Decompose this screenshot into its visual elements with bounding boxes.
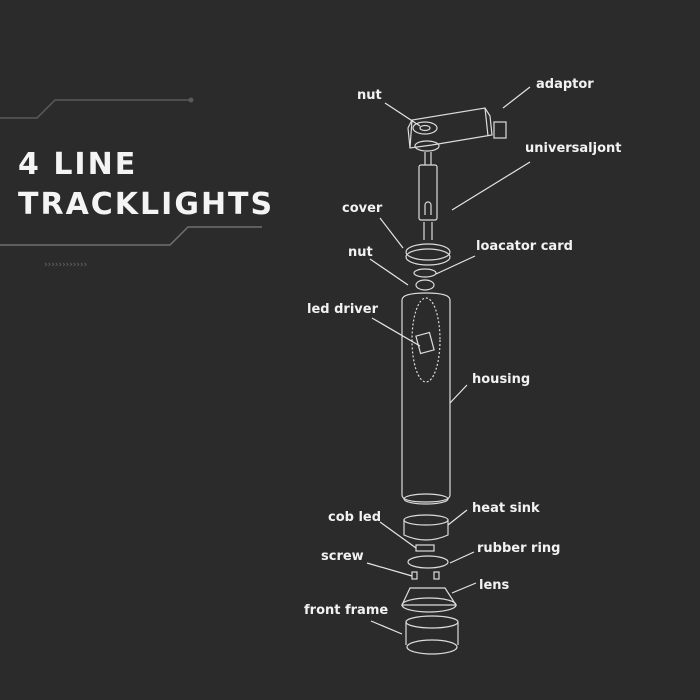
label-nut-top: nut [357, 88, 382, 103]
label-lens: lens [479, 578, 510, 593]
chevron-decoration-icon: ›››››››››››› [44, 260, 88, 270]
page-title-line2: TRACKLIGHTS [18, 187, 275, 222]
label-cob-led: cob led [328, 510, 382, 525]
label-locator-card: loacator card [476, 239, 573, 254]
label-adaptor: adaptor [536, 77, 594, 92]
leader-lines [366, 86, 531, 635]
label-screw: screw [321, 549, 364, 564]
label-front-frame: front frame [304, 603, 389, 618]
label-led-driver: led driver [307, 302, 378, 317]
label-rubber-ring: rubber ring [477, 541, 561, 556]
page-title-line1: 4 LINE [18, 147, 138, 182]
label-heat-sink: heat sink [472, 501, 540, 516]
label-nut: nut [348, 245, 373, 260]
label-cover: cover [342, 201, 383, 216]
label-housing: housing [472, 372, 531, 387]
label-universaljont: universaljont [525, 141, 622, 156]
exploded-diagram [401, 107, 507, 655]
